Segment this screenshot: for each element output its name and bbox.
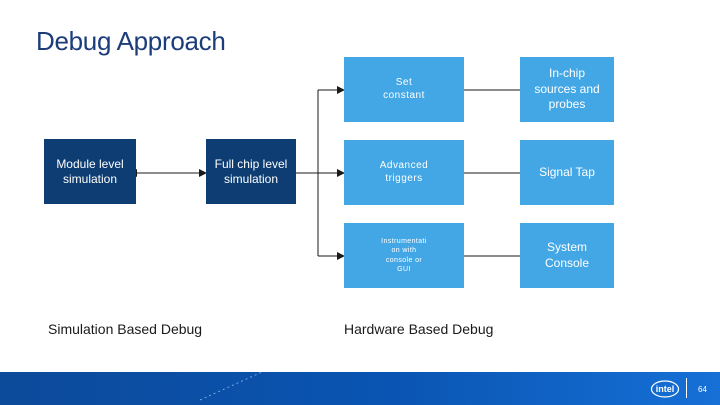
footer-divider xyxy=(686,378,687,398)
full-chip-simulation-label: Full chip level simulation xyxy=(214,156,288,186)
module-level-simulation-box: Module level simulation xyxy=(44,139,136,204)
footer-bar xyxy=(0,372,720,405)
instrumentation-box: Instrumentati on with console or GUI xyxy=(344,223,464,288)
intel-logo-text: intel xyxy=(656,384,675,394)
set-constant-box: Set constant xyxy=(344,57,464,122)
signal-tap-box: Signal Tap xyxy=(520,140,614,205)
intel-logo: intel xyxy=(650,379,680,399)
slide-title: Debug Approach xyxy=(36,26,226,56)
system-console-box: System Console xyxy=(520,223,614,288)
module-level-simulation-label: Module level simulation xyxy=(56,156,124,186)
page-number: 64 xyxy=(698,385,707,394)
advanced-triggers-box: Advanced triggers xyxy=(344,140,464,205)
full-chip-simulation-box: Full chip level simulation xyxy=(206,139,296,204)
set-constant-label: Set constant xyxy=(383,77,425,101)
hardware-caption: Hardware Based Debug xyxy=(344,321,494,337)
in-chip-sources-box: In-chip sources and probes xyxy=(520,57,614,122)
in-chip-sources-label: In-chip sources and probes xyxy=(534,66,600,112)
advanced-triggers-label: Advanced triggers xyxy=(379,160,429,184)
simulation-caption: Simulation Based Debug xyxy=(48,321,203,337)
signal-tap-label: Signal Tap xyxy=(539,164,595,179)
instrumentation-label: Instrumentati on with console or GUI xyxy=(381,238,427,273)
system-console-label: System Console xyxy=(544,239,590,270)
